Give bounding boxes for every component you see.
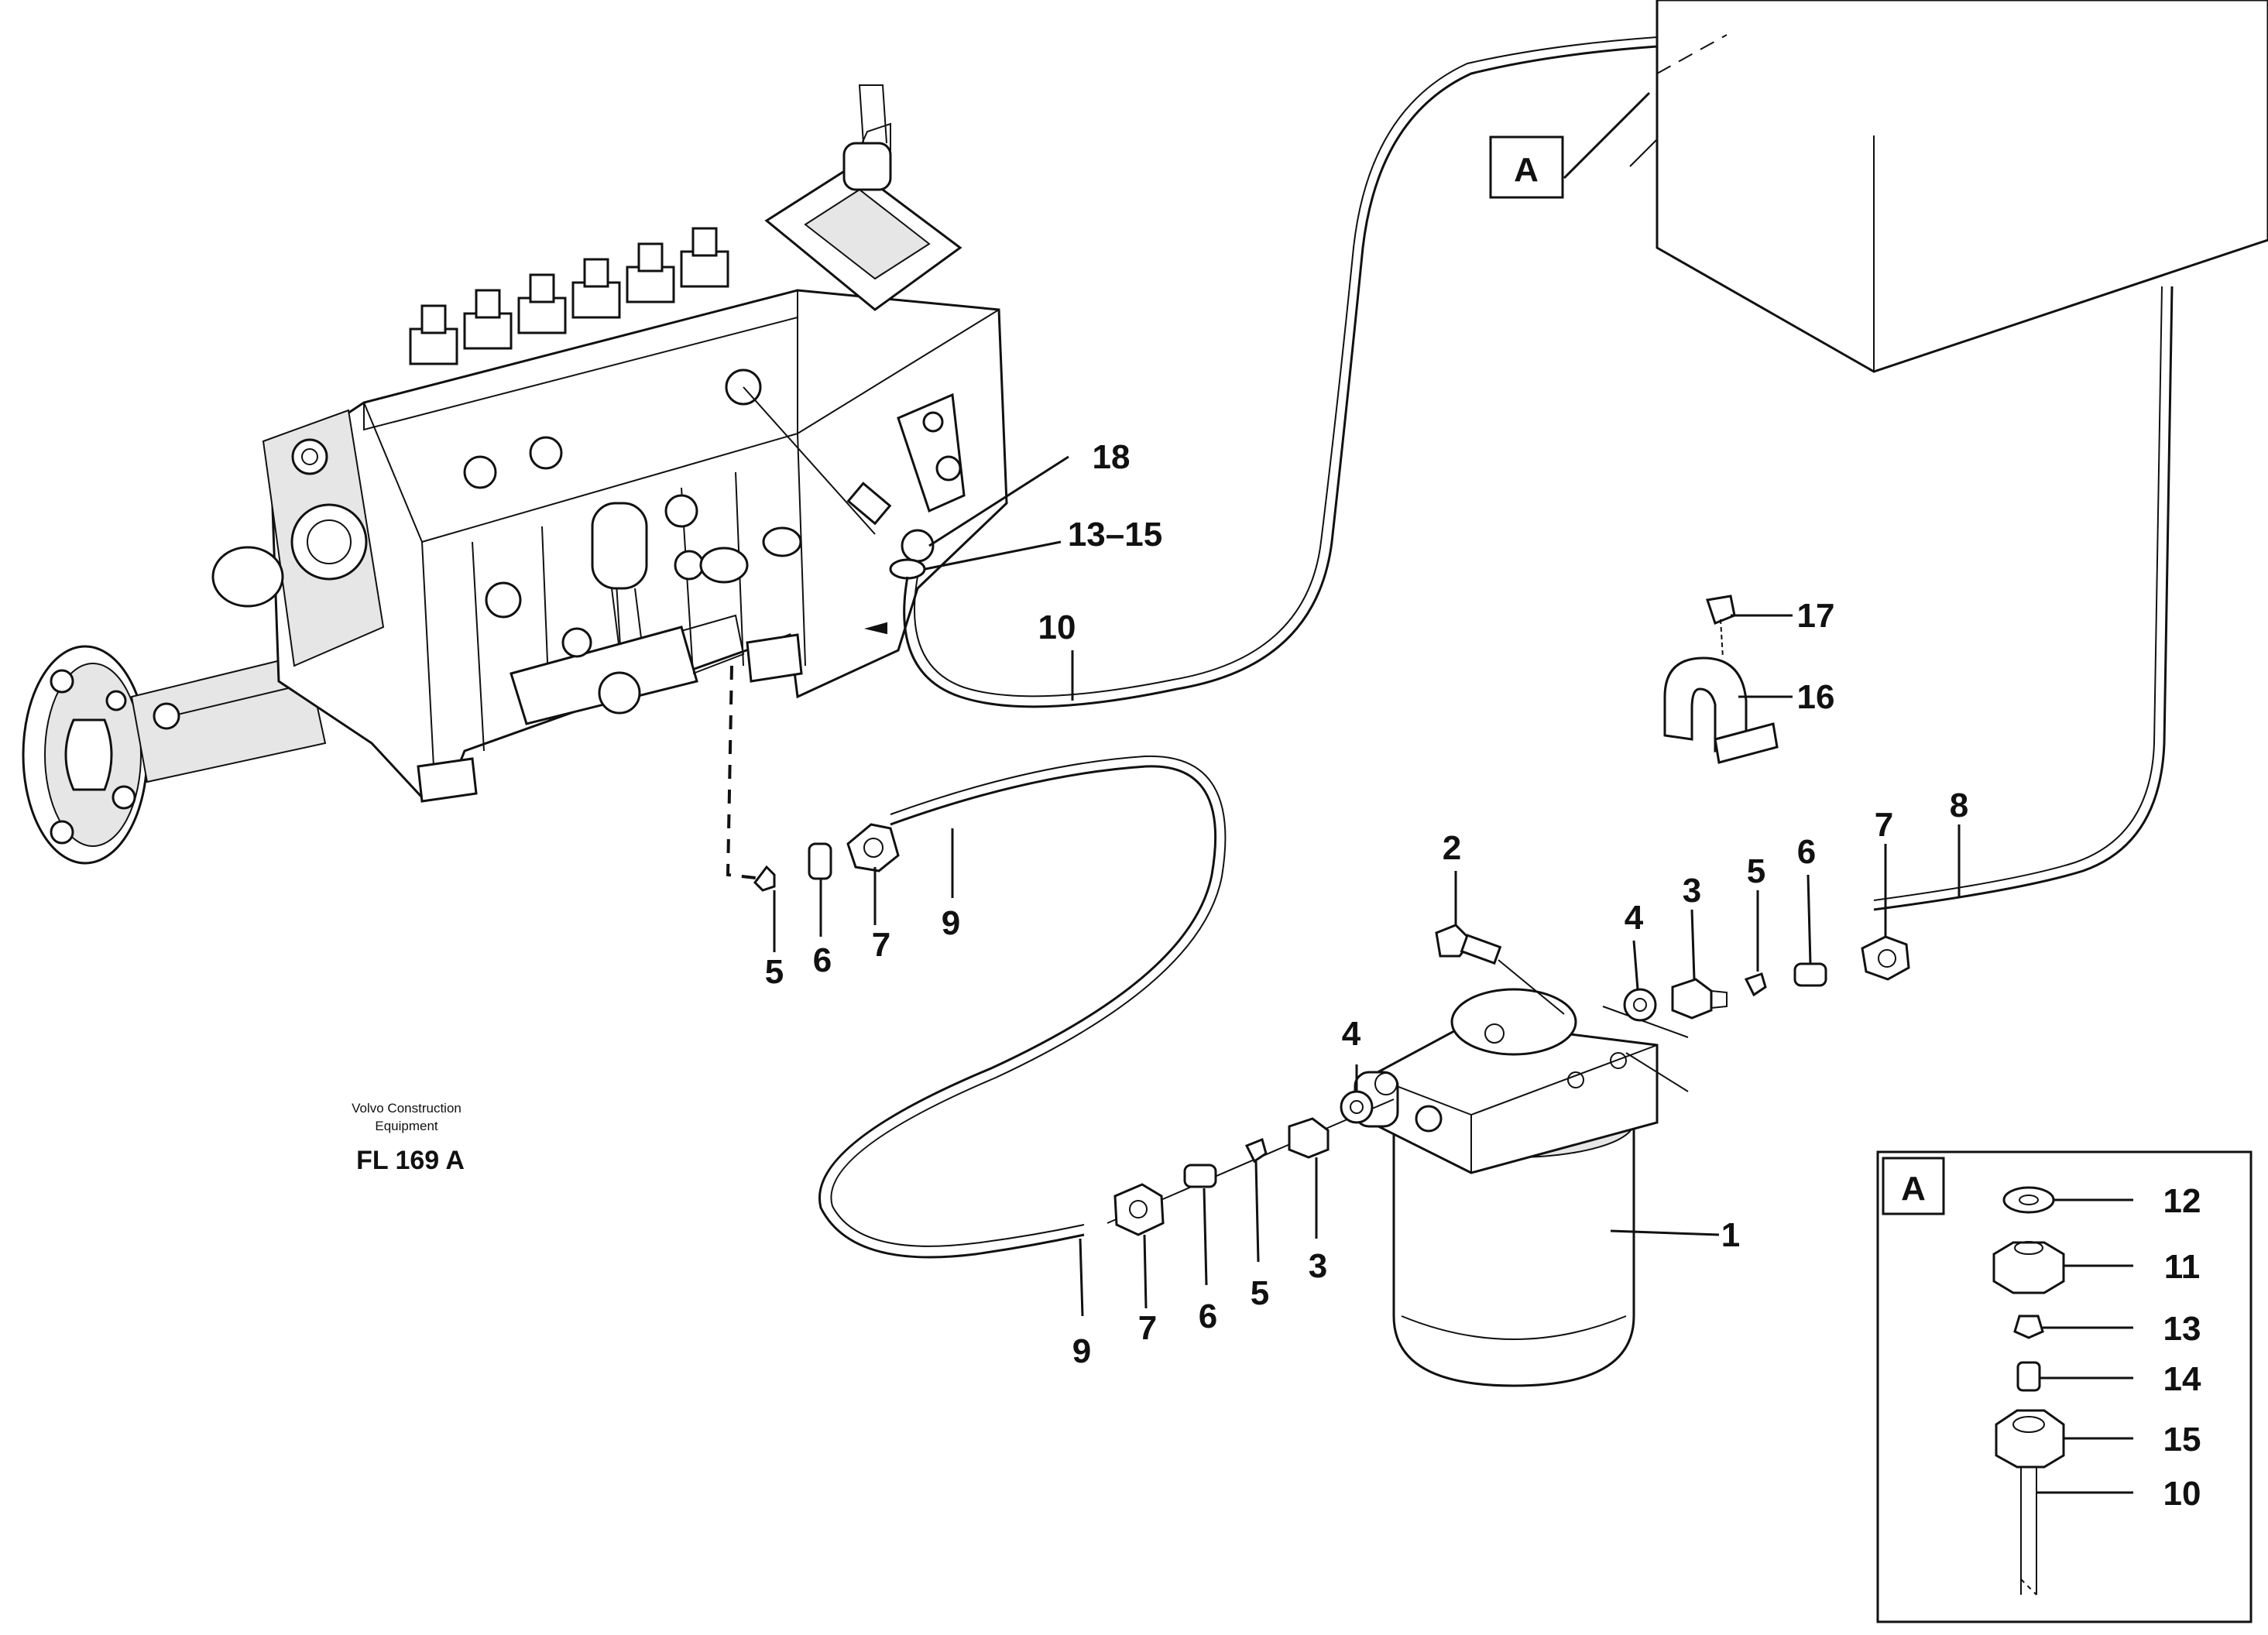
washer-4a — [1340, 1090, 1374, 1124]
callout-3-right: 3 — [1683, 872, 1701, 910]
inset-union-11 — [1992, 1241, 2065, 1294]
washer-4b — [1623, 988, 1657, 1022]
nipple-6a — [808, 842, 832, 880]
callout-7-right: 7 — [1875, 806, 1893, 844]
callout-6-right: 6 — [1797, 833, 1816, 871]
pump-housing — [211, 289, 1008, 803]
fuel-pipe-9-inner — [830, 755, 1227, 1247]
fuel-pipe-9 — [818, 765, 1217, 1259]
callout-4-left: 4 — [1342, 1015, 1361, 1053]
pointer-arrow — [864, 622, 887, 635]
inset-callout-12: 12 — [2163, 1182, 2201, 1220]
nut-7c — [1113, 1183, 1165, 1236]
fuel-pipe-8 — [1873, 286, 2174, 911]
callout-7-upper: 7 — [872, 926, 890, 964]
callout-2: 2 — [1443, 829, 1461, 867]
callout-13-15: 13–15 — [1068, 516, 1162, 554]
inset-callout-15: 15 — [2163, 1421, 2201, 1458]
publisher-line-1: Volvo Construction — [352, 1101, 461, 1116]
drive-flange — [22, 645, 327, 865]
nipple-6c — [1183, 1164, 1217, 1188]
banjo-connection — [743, 386, 935, 580]
inset-callout-13: 13 — [2163, 1310, 2201, 1348]
connection-dashed-line — [726, 665, 763, 880]
inlet-fittings — [1107, 1090, 1395, 1236]
pipe-clamp — [1663, 595, 1779, 764]
callout-3-left: 3 — [1309, 1247, 1327, 1285]
governor-housing — [764, 84, 966, 513]
inset-callout-10: 10 — [2163, 1475, 2201, 1513]
callout-17: 17 — [1797, 597, 1835, 635]
callout-5-right: 5 — [1747, 852, 1765, 890]
inset-callout-14: 14 — [2163, 1360, 2201, 1398]
inset-label: A — [1901, 1170, 1926, 1208]
cone-5c — [1244, 1137, 1268, 1164]
callout-18: 18 — [1093, 438, 1131, 476]
nipple-6b — [1793, 962, 1827, 987]
detail-marker-a: A — [1489, 91, 1651, 199]
cab-block — [1629, 0, 2268, 373]
union-3b — [1671, 978, 1713, 1020]
callout-10: 10 — [1038, 608, 1076, 646]
union-3a — [1288, 1117, 1330, 1159]
fuel-filter — [1354, 988, 1689, 1387]
publisher-line-2: Equipment — [375, 1119, 438, 1133]
nut-7a — [846, 823, 900, 872]
callout-5-left: 5 — [1251, 1274, 1269, 1312]
cone-5b — [1744, 972, 1767, 997]
callout-9-upper: 9 — [942, 904, 960, 942]
callout-8: 8 — [1950, 787, 1968, 824]
callout-9-lower: 9 — [1072, 1332, 1091, 1370]
injection-pump-illustration — [22, 84, 1008, 880]
inset-nipple-14 — [2016, 1361, 2041, 1392]
inset-callout-11: 11 — [2164, 1248, 2201, 1286]
figure-code: FL 169 A — [356, 1146, 465, 1175]
callout-1: 1 — [1721, 1216, 1740, 1254]
callout-6-upper: 6 — [813, 941, 832, 979]
fuel-pipe-8-inner — [1873, 286, 2163, 901]
callout-5-upper: 5 — [765, 953, 784, 991]
detail-marker-label: A — [1514, 151, 1539, 189]
inset-nut-15 — [1995, 1409, 2065, 1469]
inset-washer-12 — [2002, 1186, 2055, 1214]
fuel-pipe-10-inner — [914, 36, 1658, 698]
outlet-fittings — [1602, 935, 1910, 1038]
leader-lines — [773, 455, 1961, 1317]
delivery-valve-holders — [363, 227, 798, 431]
publisher-block: Volvo Construction Equipment FL 169 A — [352, 1101, 465, 1175]
fuel-pipe-10 — [903, 45, 1658, 708]
callout-6-left: 6 — [1199, 1297, 1217, 1335]
callout-7-left: 7 — [1138, 1309, 1157, 1347]
cone-5a — [753, 865, 776, 892]
inset-cone-13 — [2013, 1315, 2044, 1339]
nut-7b — [1861, 935, 1910, 981]
callouts: 18 13–15 10 17 16 9 5 6 7 2 4 3 5 6 7 8 … — [765, 438, 1968, 1370]
upper-left-fittings — [753, 823, 900, 892]
banjo-bolt-2 — [1435, 924, 1565, 1015]
callout-16: 16 — [1797, 678, 1835, 716]
callout-4-right: 4 — [1625, 899, 1644, 937]
detail-a-inset: A 12 11 13 14 15 10 — [1876, 1150, 2253, 1623]
